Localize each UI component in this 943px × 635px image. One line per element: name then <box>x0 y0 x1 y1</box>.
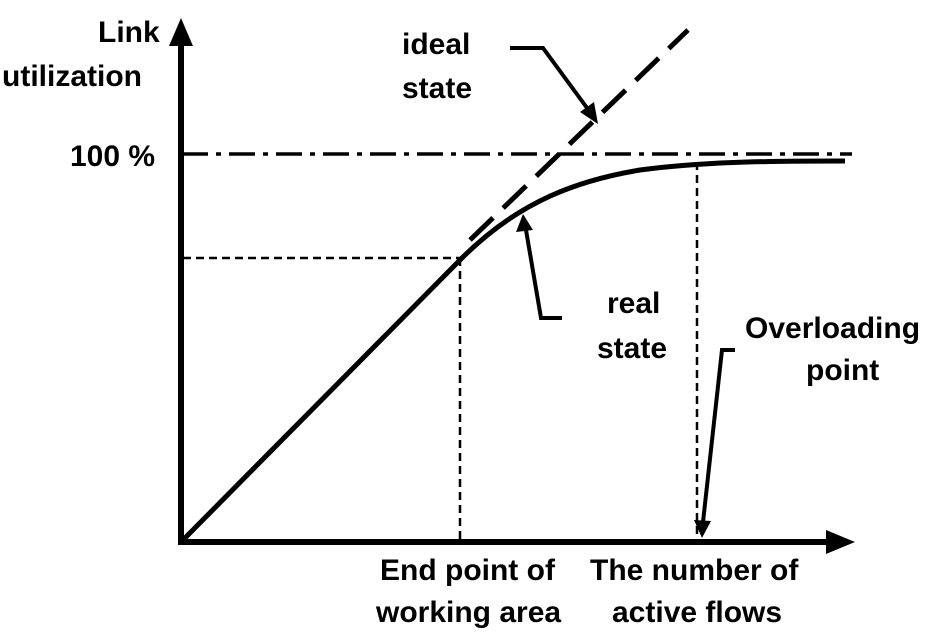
y-axis-arrowhead <box>169 18 193 46</box>
ideal-state-pointer-arrowhead <box>580 102 598 124</box>
hundred-percent-label: 100 % <box>70 140 155 173</box>
y-axis-label-line2: utilization <box>2 60 142 93</box>
end-point-label-line2: working area <box>375 596 561 629</box>
y-axis-label-line1: Link <box>98 16 160 49</box>
overload-pointer-arrowhead <box>694 520 711 538</box>
real-state-label-line1: real <box>607 287 660 320</box>
x-axis-label-line2: active flows <box>612 596 782 629</box>
ideal-state-line <box>468 28 690 242</box>
real-state-label-line2: state <box>597 332 667 365</box>
ideal-state-label-line1: ideal <box>402 28 470 61</box>
ideal-state-pointer <box>510 46 592 114</box>
overload-label-line2: point <box>806 354 879 387</box>
real-state-pointer-arrowhead <box>516 214 533 232</box>
real-state-pointer <box>524 229 562 320</box>
overload-pointer <box>701 348 735 523</box>
end-point-label-line1: End point of <box>380 554 556 587</box>
overload-label-line1: Overloading <box>745 312 920 345</box>
x-axis-label-line1: The number of <box>590 554 799 587</box>
ideal-state-label-line2: state <box>402 72 472 105</box>
x-axis-arrowhead <box>826 530 855 554</box>
real-state-curve <box>181 158 846 542</box>
